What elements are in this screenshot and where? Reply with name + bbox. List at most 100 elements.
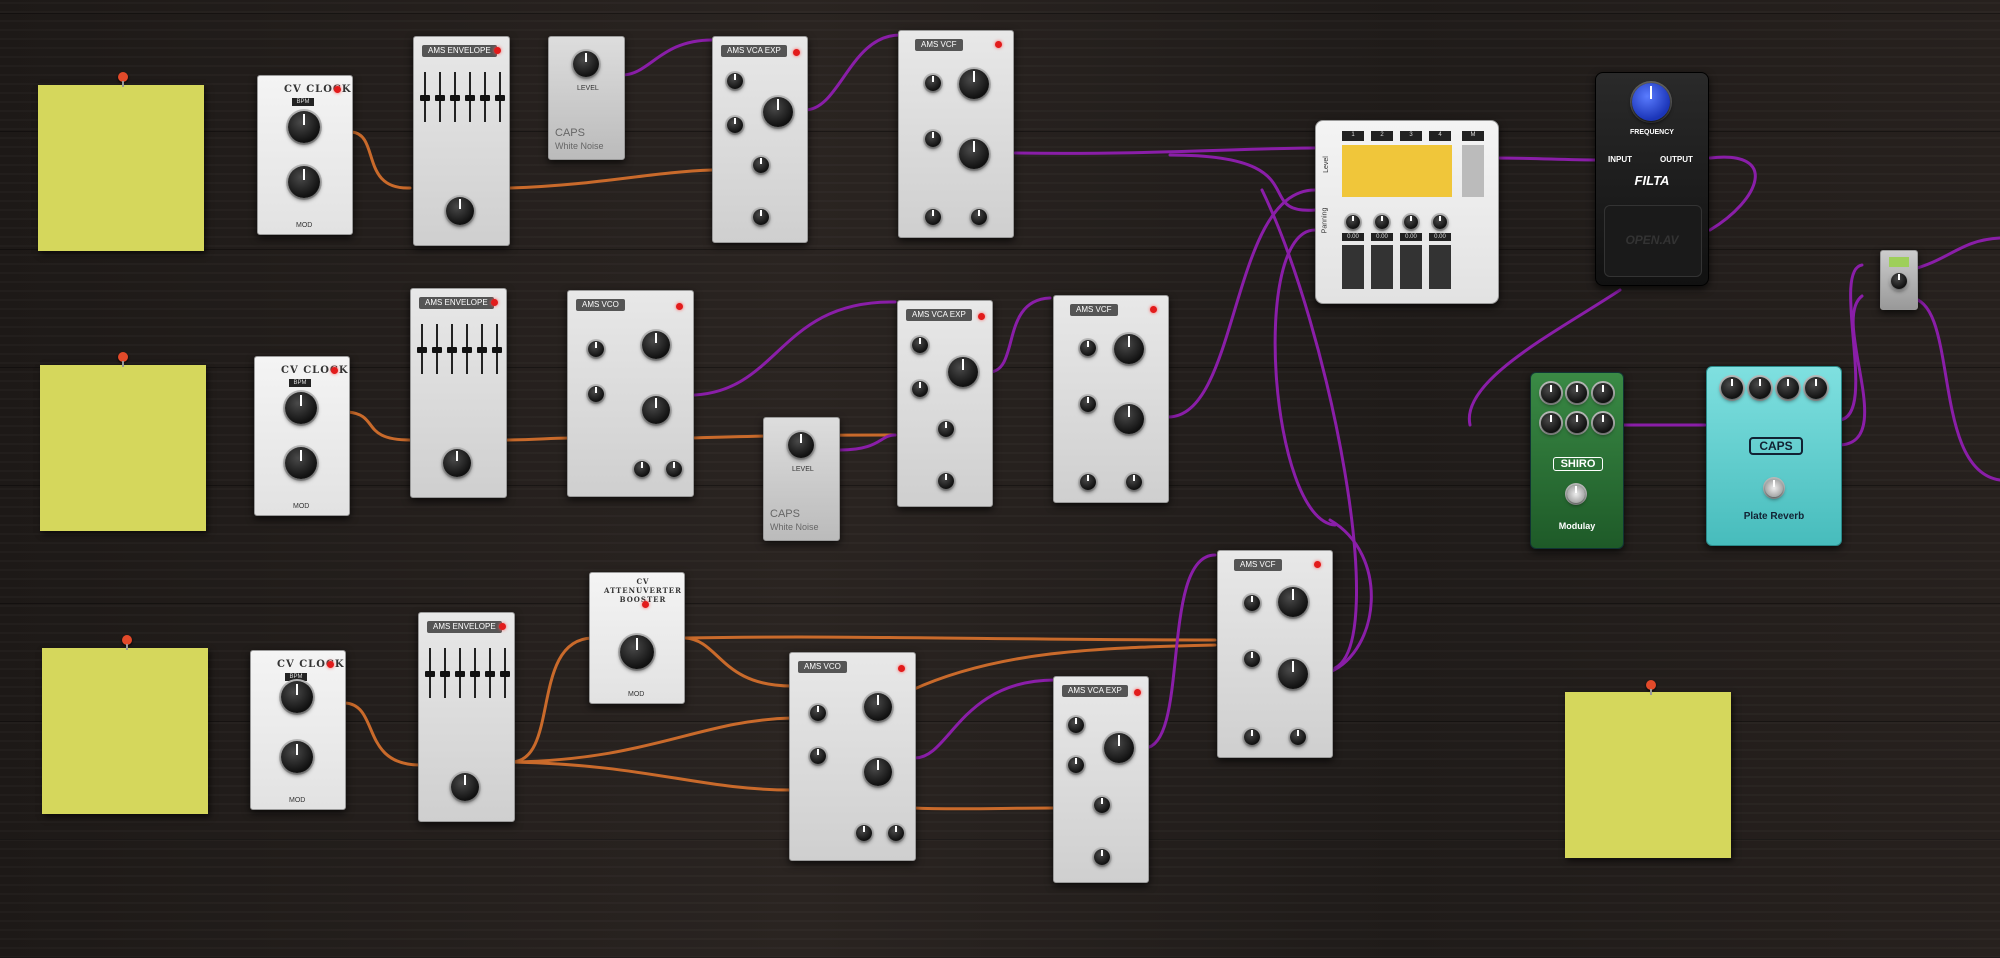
- cv-clock-module-3[interactable]: CV CLOCK BPM MOD: [250, 650, 346, 810]
- sticky-note-2[interactable]: [40, 365, 206, 531]
- vcf-knob[interactable]: [1080, 340, 1096, 356]
- vca-module-3[interactable]: AMS VCA EXP: [1053, 676, 1149, 883]
- depth-knob[interactable]: [1541, 413, 1561, 433]
- vcf-knob[interactable]: [1244, 595, 1260, 611]
- division-knob[interactable]: [285, 447, 317, 479]
- envelope-slider[interactable]: [455, 648, 465, 698]
- vca-knob[interactable]: [1094, 797, 1110, 813]
- vcf-frequency-knob[interactable]: [1114, 404, 1144, 434]
- envelope-knob[interactable]: [443, 449, 471, 477]
- level-knob[interactable]: [788, 432, 814, 458]
- tempo-knob[interactable]: [285, 392, 317, 424]
- vca-knob[interactable]: [938, 473, 954, 489]
- vco-wave-knob[interactable]: [642, 331, 670, 359]
- vcf-module-2[interactable]: AMS VCF: [1053, 295, 1169, 503]
- vcf-knob[interactable]: [971, 209, 987, 225]
- tone-knob[interactable]: [1593, 383, 1613, 403]
- vca-knob[interactable]: [753, 209, 769, 225]
- decay-knob[interactable]: [1721, 377, 1743, 399]
- vcf-knob[interactable]: [925, 131, 941, 147]
- vcf-knob[interactable]: [925, 75, 941, 91]
- vco-knob[interactable]: [810, 748, 826, 764]
- mixer-module[interactable]: Level Panning 1 2 3 4 M 0.00 0.00 0.00 0…: [1315, 120, 1499, 304]
- vco-knob[interactable]: [634, 461, 650, 477]
- footswitch[interactable]: [1765, 479, 1783, 497]
- vca-gain-knob[interactable]: [1104, 733, 1134, 763]
- footswitch[interactable]: [1567, 485, 1585, 503]
- envelope-module-1[interactable]: AMS ENVELOPE: [413, 36, 510, 246]
- mix-knob[interactable]: [1805, 377, 1827, 399]
- level-knob[interactable]: [573, 51, 599, 77]
- vcf-module-1[interactable]: AMS VCF: [898, 30, 1014, 238]
- vca-gain-knob[interactable]: [763, 97, 793, 127]
- vco-octave-knob[interactable]: [642, 396, 670, 424]
- vcf-cutoff-knob[interactable]: [1114, 334, 1144, 364]
- cv-clock-module-1[interactable]: CV CLOCK BPM MOD: [257, 75, 353, 235]
- small-output-module[interactable]: [1880, 250, 1918, 310]
- envelope-slider[interactable]: [440, 648, 450, 698]
- envelope-slider[interactable]: [477, 324, 487, 374]
- envelope-slider[interactable]: [417, 324, 427, 374]
- vco-knob[interactable]: [856, 825, 872, 841]
- envelope-slider[interactable]: [447, 324, 457, 374]
- vcf-knob[interactable]: [1080, 396, 1096, 412]
- envelope-slider[interactable]: [435, 72, 445, 122]
- vco-knob[interactable]: [888, 825, 904, 841]
- damping-knob[interactable]: [1749, 377, 1771, 399]
- rate-knob[interactable]: [1567, 413, 1587, 433]
- attenuverter-knob[interactable]: [620, 635, 654, 669]
- time-knob[interactable]: [1541, 383, 1561, 403]
- white-noise-module-1[interactable]: LEVEL CAPS White Noise: [548, 36, 625, 160]
- envelope-slider[interactable]: [465, 72, 475, 122]
- pan-knob-4[interactable]: [1433, 215, 1447, 229]
- fader-bank[interactable]: [1342, 145, 1452, 197]
- envelope-slider[interactable]: [432, 324, 442, 374]
- mute-solo-buttons[interactable]: [1342, 245, 1452, 289]
- vca-module-1[interactable]: AMS VCA EXP: [712, 36, 808, 243]
- envelope-module-3[interactable]: AMS ENVELOPE: [418, 612, 515, 822]
- vcf-knob[interactable]: [1080, 474, 1096, 490]
- tempo-knob[interactable]: [281, 681, 313, 713]
- vco-octave-knob[interactable]: [864, 758, 892, 786]
- filta-pedal[interactable]: FREQUENCY INPUT OUTPUT FILTA OPEN.AV: [1595, 72, 1709, 286]
- plate-reverb-pedal[interactable]: CAPS Plate Reverb: [1706, 366, 1842, 546]
- attenuverter-booster-module[interactable]: CV ATTENUVERTER BOOSTER MOD: [589, 572, 685, 704]
- vco-module-1[interactable]: AMS VCO: [567, 290, 694, 497]
- vca-knob[interactable]: [938, 421, 954, 437]
- vca-knob[interactable]: [1068, 757, 1084, 773]
- morph-knob[interactable]: [1593, 413, 1613, 433]
- vco-knob[interactable]: [588, 386, 604, 402]
- vco-knob[interactable]: [588, 341, 604, 357]
- vca-module-2[interactable]: AMS VCA EXP: [897, 300, 993, 507]
- envelope-slider[interactable]: [470, 648, 480, 698]
- repeats-knob[interactable]: [1567, 383, 1587, 403]
- pan-knob-3[interactable]: [1404, 215, 1418, 229]
- output-knob[interactable]: [1891, 273, 1907, 289]
- envelope-slider[interactable]: [485, 648, 495, 698]
- envelope-slider[interactable]: [420, 72, 430, 122]
- vcf-knob[interactable]: [1244, 729, 1260, 745]
- envelope-slider[interactable]: [495, 72, 505, 122]
- vca-knob[interactable]: [912, 381, 928, 397]
- vcf-frequency-knob[interactable]: [959, 139, 989, 169]
- vcf-cutoff-knob[interactable]: [959, 69, 989, 99]
- vca-knob[interactable]: [727, 73, 743, 89]
- pan-knob-1[interactable]: [1346, 215, 1360, 229]
- lowpass-knob[interactable]: [1777, 377, 1799, 399]
- sticky-note-3[interactable]: [42, 648, 208, 814]
- envelope-module-2[interactable]: AMS ENVELOPE: [410, 288, 507, 498]
- footswitch[interactable]: [1604, 205, 1702, 277]
- envelope-slider[interactable]: [462, 324, 472, 374]
- vcf-module-3[interactable]: AMS VCF: [1217, 550, 1333, 758]
- envelope-slider[interactable]: [500, 648, 510, 698]
- cv-clock-module-2[interactable]: CV CLOCK BPM MOD: [254, 356, 350, 516]
- vca-gain-knob[interactable]: [948, 357, 978, 387]
- envelope-knob[interactable]: [446, 197, 474, 225]
- white-noise-module-2[interactable]: LEVEL CAPS White Noise: [763, 417, 840, 541]
- shiro-modulay-pedal[interactable]: SHIRO Modulay: [1530, 372, 1624, 549]
- tempo-knob[interactable]: [288, 111, 320, 143]
- envelope-knob[interactable]: [451, 773, 479, 801]
- vco-knob[interactable]: [810, 705, 826, 721]
- pan-knob-2[interactable]: [1375, 215, 1389, 229]
- vca-knob[interactable]: [753, 157, 769, 173]
